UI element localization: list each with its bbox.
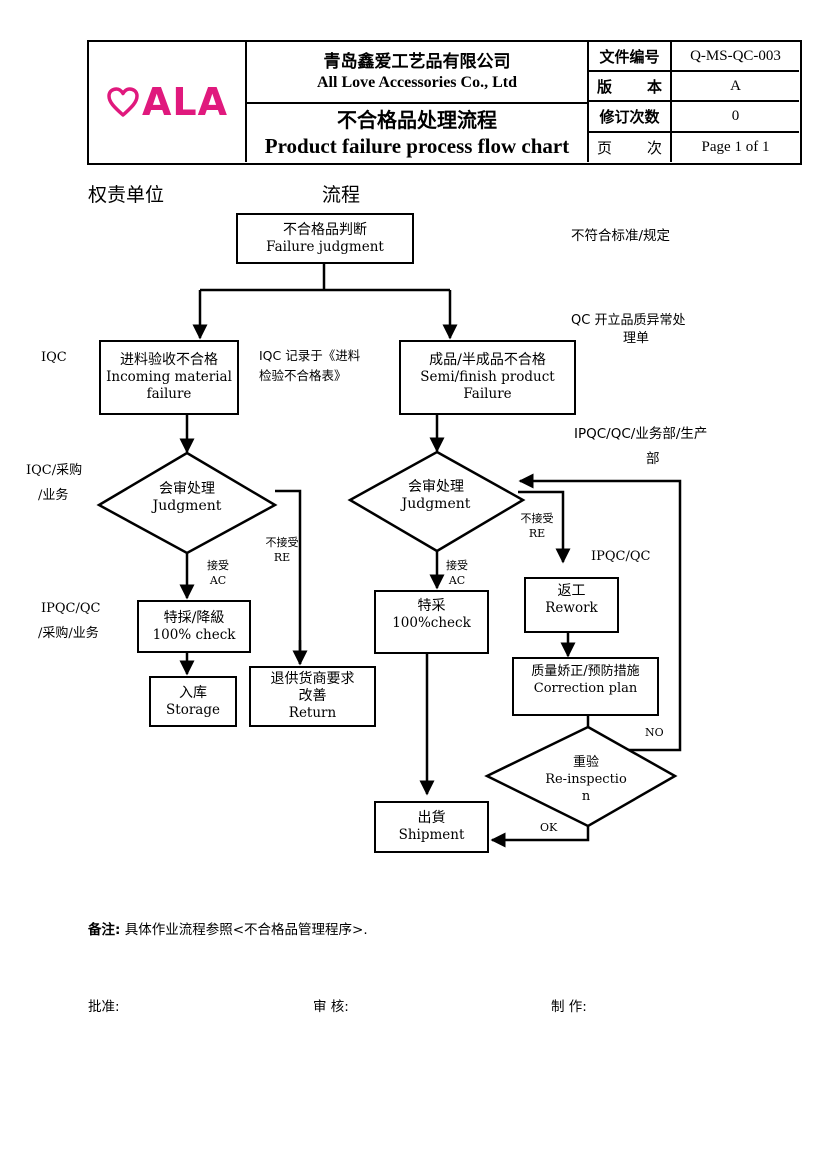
judge-right-label: 会审处理 Judgment: [401, 479, 471, 512]
ok-label: OK: [540, 821, 558, 834]
side-label-ipqc-1: IPQC/QC: [41, 601, 101, 616]
start-failure-judgment-box: 不合格品判断 Failure judgment: [236, 213, 414, 264]
remark-label: 备注:: [88, 922, 121, 938]
right-note-standard: 不符合标准/规定: [571, 228, 671, 244]
doc-number-value: Q-MS-QC-003: [672, 42, 799, 72]
company-name-cn: 青岛鑫爱工艺品有限公司: [323, 52, 511, 72]
correction-plan-box: 质量娇正/预防措施 Correction plan: [512, 657, 659, 716]
side-label-iqc-purchase-2: /业务: [38, 488, 69, 503]
judge-left-label: 会审处理 Judgment: [152, 481, 222, 514]
approve-label: 批准:: [88, 999, 120, 1015]
right-note-ipqc-2: 部: [646, 451, 660, 467]
process-column-heading: 流程: [322, 184, 361, 206]
remark: 备注: 具体作业流程参照<不合格品管理程序>.: [88, 918, 368, 938]
company-name-en: All Love Accessories Co., Ltd: [317, 74, 517, 91]
reinspect-label: 重验 Re-inspectio n: [545, 755, 627, 804]
revision-value: 0: [672, 102, 799, 133]
review-label: 审 核:: [313, 999, 349, 1015]
page-value: Page 1 of 1: [701, 139, 770, 155]
version-label: 版本: [589, 72, 672, 102]
incoming-failure-box: 进料验收不合格 Incoming material failure: [99, 340, 239, 415]
connector-reject-left: [275, 489, 302, 664]
version-value: A: [672, 72, 799, 102]
special-accept-left-box: 特採/降級 100% check: [137, 600, 251, 653]
right-note-qc-1: QC 开立品质异常处: [571, 313, 686, 328]
iqc-record-note-2: 检验不合格表》: [259, 368, 347, 383]
right-note-qc-2: 理单: [623, 331, 650, 346]
side-label-ipqc-2: /采购/业务: [38, 626, 99, 641]
arrow-ok-to-shipment: [490, 825, 590, 848]
arrow-no-loop: [518, 473, 682, 752]
rework-box: 返工 Rework: [524, 577, 619, 633]
right-note-ipqc-1: IPQC/QC/业务部/生产: [574, 426, 708, 442]
document-title-cell: 不合格品处理流程 Product failure process flow ch…: [247, 104, 589, 162]
company-logo: ALA: [89, 42, 247, 162]
accept-right-label: 接受 AC: [446, 559, 468, 587]
side-label-iqc: IQC: [41, 350, 67, 365]
prepare-label: 制 作:: [551, 999, 587, 1015]
remark-text: 具体作业流程参照<不合格品管理程序>.: [124, 922, 368, 938]
responsible-column-heading: 权责单位: [88, 184, 165, 206]
rework-responsible-label: IPQC/QC: [591, 549, 651, 564]
storage-box: 入库 Storage: [149, 676, 237, 727]
doc-number-label: 文件编号: [589, 42, 672, 72]
document-title-en: Product failure process flow chart: [264, 134, 570, 158]
judge-left-diamond: [96, 451, 278, 555]
page-label: 页次: [589, 133, 672, 162]
arrow-to-rework: [518, 490, 571, 564]
heart-outline-icon: [107, 87, 139, 117]
semi-finish-failure-box: 成品/半成品不合格 Semi/finish product Failure: [399, 340, 576, 415]
shipment-box: 出貨 Shipment: [374, 801, 489, 853]
document-header-table: ALA 青岛鑫爱工艺品有限公司 All Love Accessories Co.…: [87, 40, 802, 165]
document-title-cn: 不合格品处理流程: [337, 108, 497, 132]
logo-text: ALA: [141, 80, 229, 124]
judge-right-diamond: [347, 450, 526, 553]
revision-label: 修订次数: [589, 102, 672, 133]
reinspect-diamond: [484, 725, 678, 828]
iqc-record-note-1: IQC 记录于《进料: [259, 348, 361, 363]
return-box: 退供货商要求 改善 Return: [249, 666, 376, 727]
company-name-cell: 青岛鑫爱工艺品有限公司 All Love Accessories Co., Lt…: [247, 42, 589, 104]
reject-right-label: 不接受 RE: [520, 512, 554, 540]
accept-left-label: 接受 AC: [207, 559, 229, 587]
side-label-iqc-purchase-1: IQC/采购: [26, 463, 83, 478]
special-accept-right-box: 特采 100%check: [374, 590, 489, 654]
reject-left-label: 不接受 RE: [265, 536, 299, 564]
no-label: NO: [645, 726, 664, 739]
